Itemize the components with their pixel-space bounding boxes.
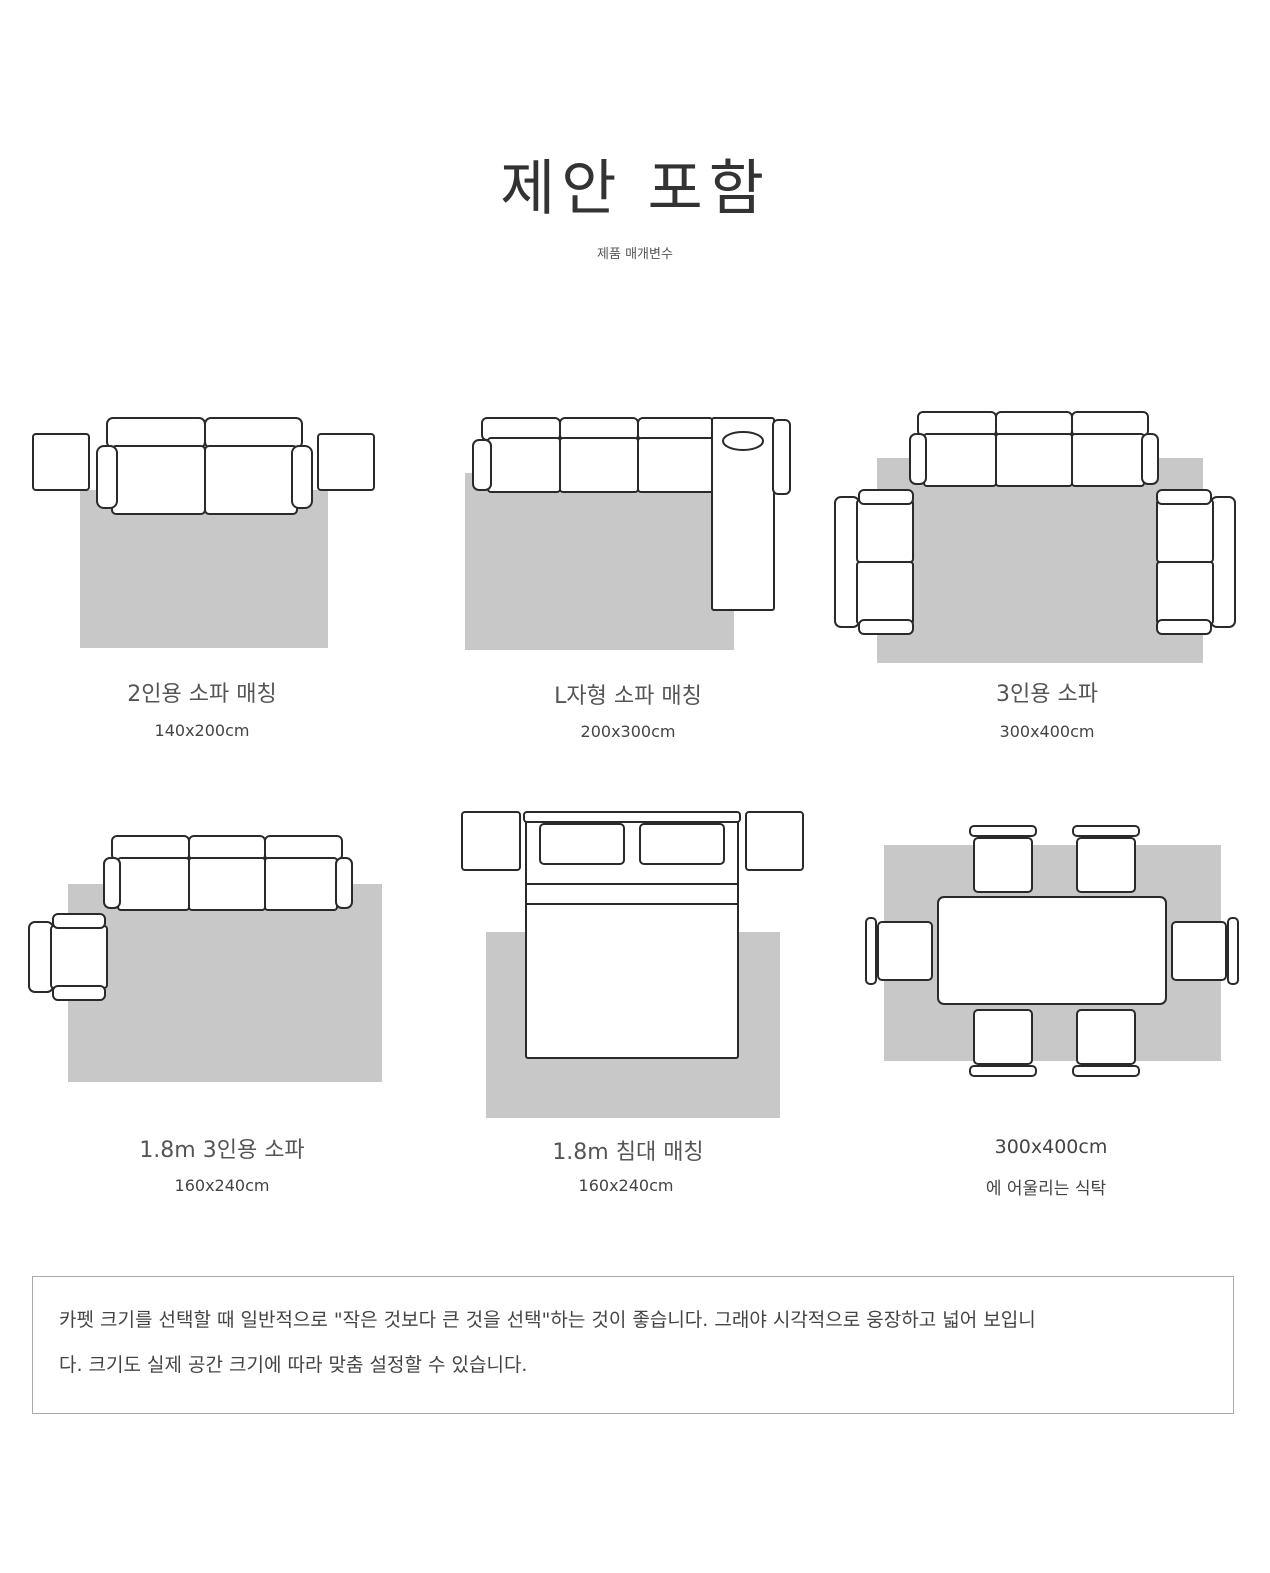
sofa-back (111, 835, 190, 861)
rug (465, 473, 734, 650)
sofa-seat (264, 857, 338, 911)
side-sofa-arm (858, 489, 914, 505)
diagram-dining-table (865, 825, 1239, 1077)
side-sofa-seat (1156, 499, 1214, 563)
diagram-3-seat-sofa-set (834, 411, 1236, 663)
sofa-back (264, 835, 343, 861)
headboard (523, 811, 741, 823)
rug (877, 458, 1203, 663)
sofa-seat (923, 433, 997, 487)
sofa-arm (335, 857, 353, 909)
side-sofa-arm (858, 619, 914, 635)
armchair-arm (52, 985, 106, 1001)
side-sofa-back (1210, 496, 1236, 628)
chaise-arm (772, 419, 791, 495)
side-table (32, 433, 90, 491)
page-subtitle: 제품 매개변수 (597, 247, 673, 262)
note-text-line-1: 카펫 크기를 선택할 때 일반적으로 "작은 것보다 큰 것을 선택"하는 것이… (59, 1309, 1036, 1331)
sofa-seat (995, 433, 1073, 487)
dining-chair (969, 825, 1037, 893)
rug (68, 884, 382, 1082)
sofa-seat (204, 445, 298, 515)
side-sofa-back (834, 496, 860, 628)
dining-chair (1072, 825, 1140, 893)
sofa-back (637, 417, 715, 441)
panel-label: 2인용 소파 매칭 (127, 682, 277, 707)
side-sofa-arm (1156, 489, 1212, 505)
sofa-seat (487, 437, 561, 493)
sofa-seat (111, 445, 206, 515)
sofa-seat (637, 437, 715, 493)
sofa-seat (1071, 433, 1145, 487)
pillow (639, 823, 725, 865)
sofa-back (1071, 411, 1149, 437)
sofa-back (917, 411, 997, 437)
sofa-back (995, 411, 1073, 437)
panel-size: 에 어울리는 식탁 (985, 1179, 1107, 1199)
dining-chair (969, 1009, 1037, 1077)
sofa-back (559, 417, 639, 441)
diagram-1-8m-3-seat-sofa (28, 835, 382, 1082)
sofa-arm (909, 433, 927, 485)
armchair-seat (50, 925, 108, 989)
sofa-arm (96, 445, 118, 509)
side-sofa-seat (1156, 561, 1214, 625)
rug (80, 490, 328, 648)
sofa-arm (1141, 433, 1159, 485)
side-sofa-seat (856, 499, 914, 563)
sofa-back (188, 835, 266, 861)
panel-size: 160x240cm (174, 1176, 270, 1195)
sofa-back (481, 417, 561, 441)
diagram-1-8m-bed (461, 811, 804, 1118)
dining-chair (1072, 1009, 1140, 1077)
sofa-back (106, 417, 206, 449)
sofa-arm (103, 857, 121, 909)
panel-size: 200x300cm (580, 722, 676, 741)
diagram-2-seat-sofa (32, 417, 375, 648)
armchair-back (28, 921, 54, 993)
panel-size: 300x400cm (999, 722, 1095, 741)
pillow (722, 431, 764, 451)
dining-chair (865, 917, 933, 985)
panel-label: 1.8m 3인용 소파 (139, 1138, 305, 1163)
nightstand (745, 811, 804, 871)
armchair-arm (52, 913, 106, 929)
panel-label: 1.8m 침대 매칭 (552, 1140, 704, 1165)
panel-size: 160x240cm (578, 1176, 674, 1195)
page-title: 제안 포함 (500, 154, 770, 224)
panel-label: 300x400cm (994, 1136, 1108, 1158)
chaise (711, 417, 775, 611)
pillow (539, 823, 625, 865)
sofa-seat (559, 437, 639, 493)
diagram-l-shaped-sofa (465, 417, 791, 650)
sofa-seat (188, 857, 266, 911)
side-table (317, 433, 375, 491)
sofa-arm (291, 445, 313, 509)
side-sofa-arm (1156, 619, 1212, 635)
duvet-fold (525, 883, 739, 905)
note-box: 카펫 크기를 선택할 때 일반적으로 "작은 것보다 큰 것을 선택"하는 것이… (32, 1276, 1234, 1414)
panel-size: 140x200cm (154, 721, 250, 740)
sofa-arm (472, 439, 492, 491)
side-sofa-seat (856, 561, 914, 625)
nightstand (461, 811, 521, 871)
dining-chair (1171, 917, 1239, 985)
panel-label: 3인용 소파 (996, 682, 1098, 707)
sofa-back (204, 417, 303, 449)
sofa-seat (117, 857, 190, 911)
dining-table (937, 896, 1167, 1005)
panel-label: L자형 소파 매칭 (554, 684, 702, 709)
note-text-line-2: 다. 크기도 실제 공간 크기에 따라 맞춤 설정할 수 있습니다. (59, 1354, 528, 1376)
